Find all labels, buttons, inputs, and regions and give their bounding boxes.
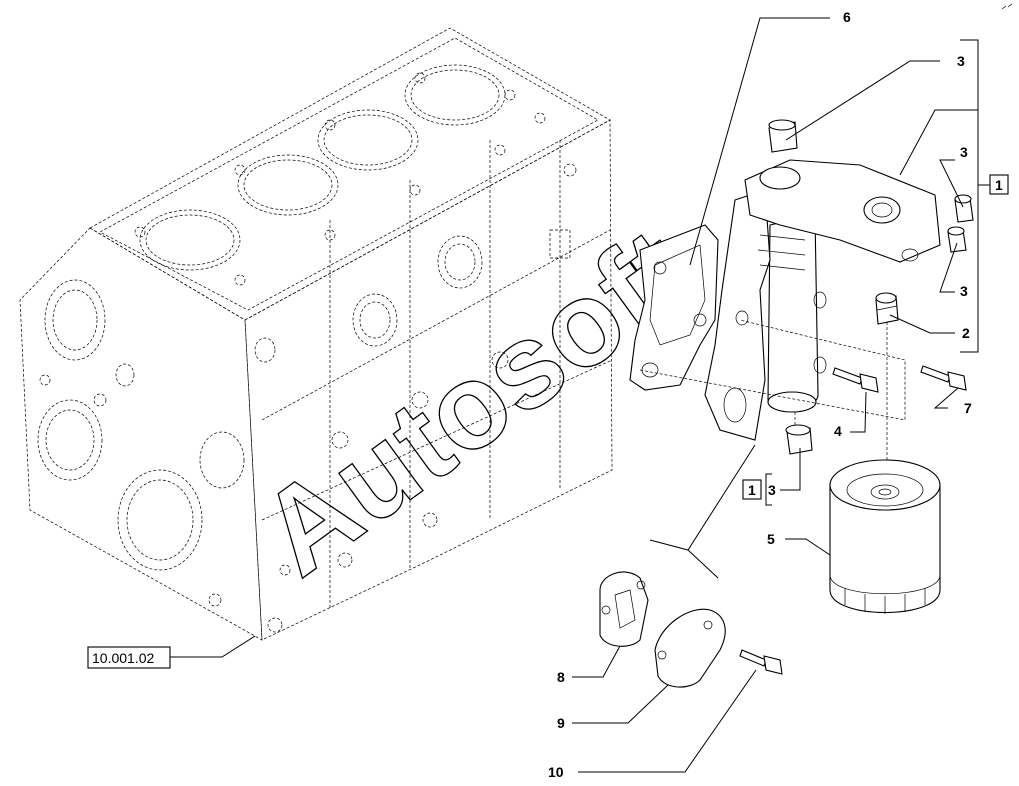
- plug-top: [768, 119, 798, 153]
- callout-8: 8: [557, 669, 565, 685]
- callout-7: 7: [964, 400, 972, 416]
- oil-filter-housing: [704, 159, 941, 441]
- assembly-centerlines: [639, 312, 906, 465]
- callout-5: 5: [767, 531, 775, 547]
- callout-6: 6: [843, 9, 851, 25]
- callout-9: 9: [557, 715, 565, 731]
- callout-3-bottom: 3: [768, 482, 776, 498]
- callout-1-lower: 1: [748, 482, 756, 498]
- callout-1: 1: [995, 177, 1003, 193]
- bolt-part-4: [832, 367, 879, 393]
- callout-3-top: 3: [957, 53, 965, 69]
- engine-block: [19, 27, 613, 641]
- callout-4: 4: [834, 423, 842, 439]
- bolt-part-7: [920, 365, 967, 391]
- callout-3-right-upper: 3: [960, 144, 968, 160]
- gasket-part-8: [599, 571, 649, 647]
- cover-plate-part-9: [654, 608, 726, 688]
- gasket-part-6: [629, 224, 719, 391]
- plug-right-upper: [954, 194, 974, 223]
- leader-lines: [170, 17, 992, 773]
- callout-3-right-lower: 3: [960, 283, 968, 299]
- callout-10: 10: [548, 764, 564, 780]
- orientation-mark: [1001, 3, 1013, 10]
- oil-filter-part-5: [829, 459, 941, 614]
- callout-1-lower-box: [742, 479, 762, 500]
- reference-box: 10.001.02: [87, 646, 171, 669]
- callout-2: 2: [962, 325, 970, 341]
- callout-labels: 6 3 3 1 3 2 7 4 1 3 5 8 9 10: [548, 9, 1009, 780]
- union-fitting-part-2: [875, 292, 899, 325]
- reference-label: 10.001.02: [92, 650, 154, 666]
- plug-bottom: [785, 424, 813, 455]
- callout-1-box: [989, 174, 1009, 195]
- plug-right-lower: [947, 226, 967, 253]
- bolt-part-10: [739, 649, 783, 675]
